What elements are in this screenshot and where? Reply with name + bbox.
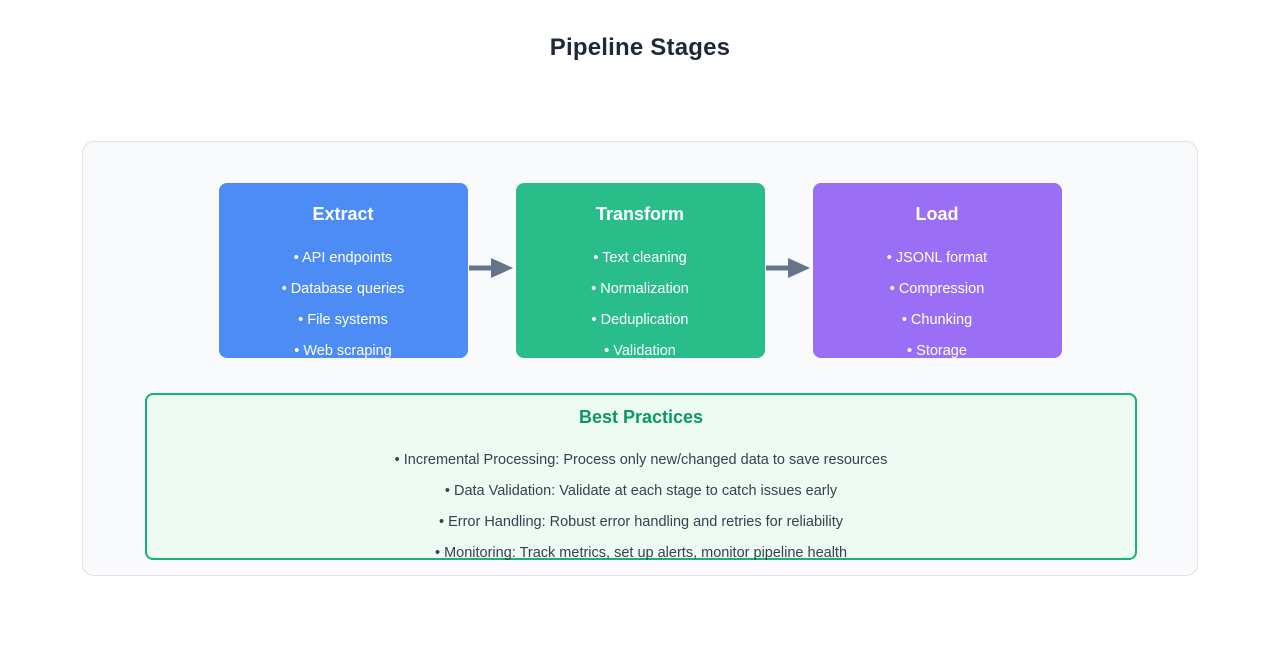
stage-item: • API endpoints bbox=[293, 250, 393, 266]
stage-item: • Compression bbox=[889, 281, 985, 297]
stage-title-transform: Transform bbox=[595, 204, 685, 224]
stage-item: • JSONL format bbox=[886, 250, 988, 266]
best-practices-panel: Best Practices • Incremental Processing:… bbox=[145, 393, 1137, 561]
stage-item: • Web scraping bbox=[294, 343, 392, 359]
stage-title-load: Load bbox=[915, 204, 959, 224]
best-practices-title: Best Practices bbox=[578, 407, 704, 427]
stage-item: • Deduplication bbox=[591, 312, 689, 328]
page-title: Pipeline Stages bbox=[549, 34, 731, 61]
stage-item: • Validation bbox=[604, 343, 676, 359]
best-practice-item: • Error Handling: Robust error handling … bbox=[438, 514, 843, 530]
best-practice-item: • Monitoring: Track metrics, set up aler… bbox=[434, 545, 848, 561]
stage-items-transform: • Text cleaning • Normalization • Dedupl… bbox=[516, 243, 765, 367]
arrow-transform-to-load bbox=[765, 183, 813, 358]
best-practice-item: • Data Validation: Validate at each stag… bbox=[444, 483, 838, 499]
best-practice-item: • Incremental Processing: Process only n… bbox=[394, 452, 888, 468]
stage-item: • Chunking bbox=[901, 312, 973, 328]
stage-card-extract[interactable]: Extract • API endpoints • Database queri… bbox=[218, 183, 468, 359]
stage-item: • Database queries bbox=[281, 281, 405, 297]
stage-item: • Storage bbox=[907, 343, 967, 359]
stage-items-load: • JSONL format • Compression • Chunking … bbox=[813, 243, 1062, 367]
stage-item: • File systems bbox=[298, 312, 388, 328]
stage-items-extract: • API endpoints • Database queries • Fil… bbox=[219, 243, 468, 367]
stage-card-load[interactable]: Load • JSONL format • Compression • Chun… bbox=[812, 183, 1062, 359]
stage-item: • Text cleaning bbox=[593, 250, 687, 266]
pipeline-diagram-container: Extract • API endpoints • Database queri… bbox=[82, 141, 1198, 576]
stage-item: • Normalization bbox=[591, 281, 689, 297]
stage-card-transform[interactable]: Transform • Text cleaning • Normalizatio… bbox=[515, 183, 765, 359]
arrow-right-icon bbox=[765, 257, 812, 284]
stage-title-extract: Extract bbox=[312, 204, 374, 224]
arrow-right-icon bbox=[468, 257, 515, 284]
arrow-extract-to-transform bbox=[468, 183, 516, 358]
stage-row: Extract • API endpoints • Database queri… bbox=[83, 142, 1197, 362]
